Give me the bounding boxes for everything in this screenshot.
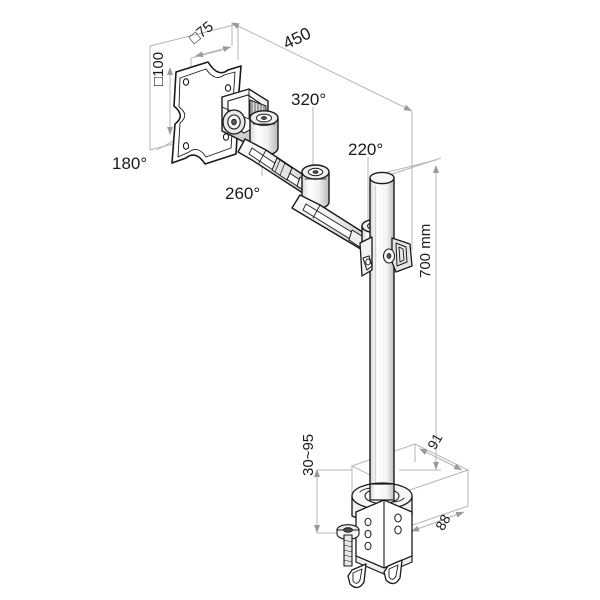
dim-width-88	[411, 511, 465, 532]
clamp-screw	[336, 524, 360, 567]
label-rotation-180: 180°	[112, 154, 148, 173]
label-vesa-100: □100	[150, 51, 167, 86]
pole-collar	[359, 236, 413, 277]
label-pole-height-700: 700 mm	[417, 223, 434, 278]
product-geometry	[171, 61, 413, 589]
dim-depth-91	[419, 448, 463, 471]
label-angle-260: 260°	[225, 184, 261, 203]
dim-clamp-30-95	[314, 469, 352, 534]
dim-vesa-75	[195, 46, 232, 58]
dim-reach-450	[231, 22, 413, 250]
label-angle-220: 220°	[348, 140, 384, 159]
label-clamp-range-30-95: 30~95	[300, 433, 317, 476]
desk-clamp	[347, 482, 413, 589]
pole	[369, 171, 395, 501]
vesa-plate	[171, 61, 242, 165]
label-angle-320: 320°	[291, 90, 327, 109]
